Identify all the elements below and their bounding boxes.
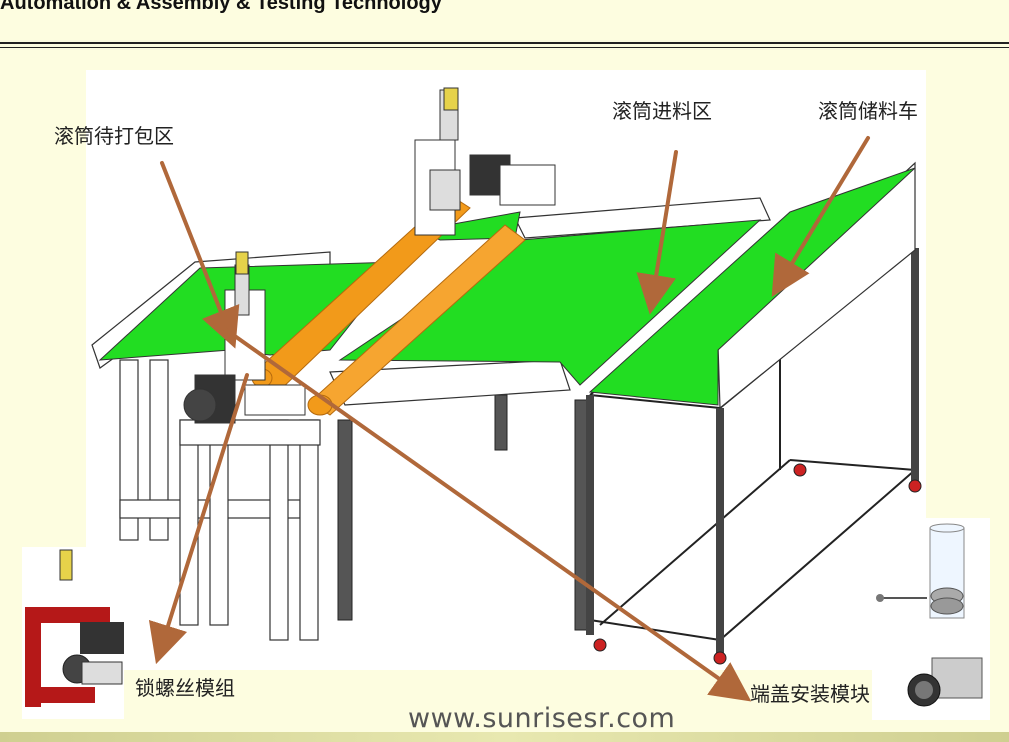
caster-wheels — [593, 463, 922, 665]
inset-screw-module-photo — [22, 547, 124, 719]
inset-end-cap-module-photo — [872, 518, 990, 720]
left-table-frame — [119, 359, 321, 641]
footer-bar — [0, 732, 1009, 742]
callout-arrows — [148, 136, 870, 702]
label-drum-waiting-packing: 滚筒待打包区 — [54, 124, 174, 148]
label-end-cap-install-module: 端盖安装模块 — [750, 682, 870, 706]
screw-module-detail-icon — [25, 549, 124, 707]
label-drum-storage-cart: 滚筒储料车 — [818, 99, 918, 123]
header-title: Automation & Assembly & Testing Technolo… — [0, 0, 442, 14]
label-drum-feeding-area: 滚筒进料区 — [612, 99, 712, 123]
rear-screw-module — [414, 87, 556, 236]
footer-website: www.sunrisesr.com — [408, 703, 676, 734]
end-cap-detail-icon — [876, 523, 983, 707]
storage-cart-posts — [586, 248, 919, 653]
center-legs — [337, 394, 588, 631]
header-rule-thin — [0, 47, 1009, 48]
header-rule-thick — [0, 42, 1009, 44]
label-screw-locking-module: 锁螺丝模组 — [135, 676, 235, 700]
